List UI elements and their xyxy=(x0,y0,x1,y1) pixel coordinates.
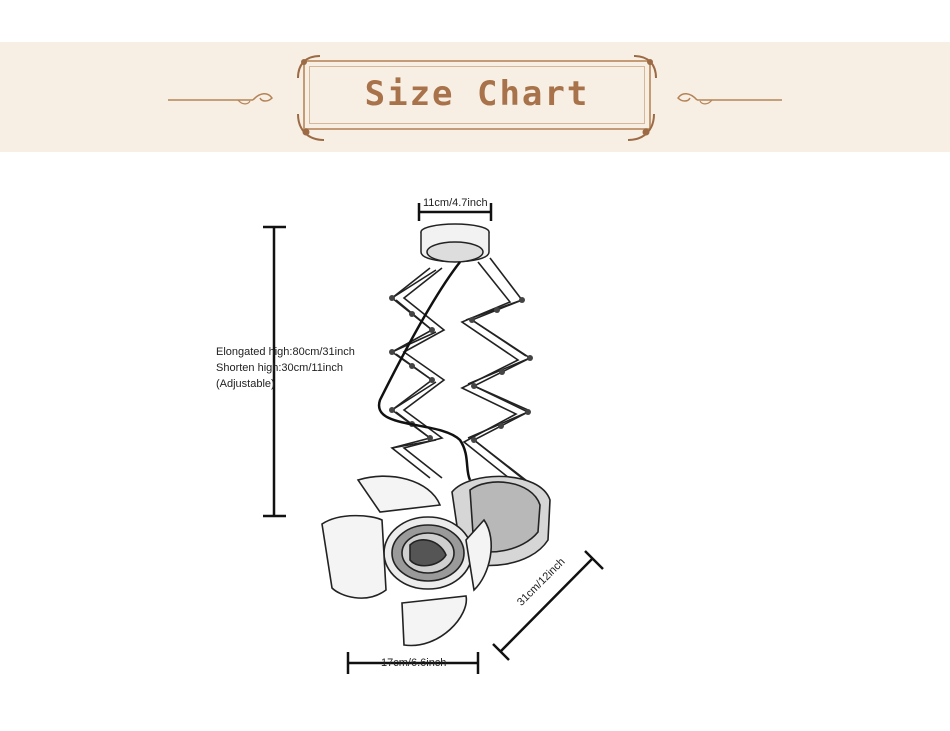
scissor-arm-right xyxy=(460,257,537,491)
length-dimension-line xyxy=(492,550,604,661)
left-flourish-icon xyxy=(168,93,273,105)
adjustable-note: (Adjustable) xyxy=(216,378,275,390)
power-cable xyxy=(377,261,472,481)
bottom-width-label: 17cm/6.6inch xyxy=(381,657,447,669)
corner-ornament-icon xyxy=(633,55,657,79)
height-dimension-line xyxy=(263,225,286,518)
scissor-arm-left xyxy=(390,267,446,479)
title-banner: Size Chart xyxy=(0,42,950,152)
corner-ornament-icon xyxy=(627,113,655,141)
elongated-height-label: Elongated high:80cm/31inch xyxy=(216,346,355,358)
top-width-dimension-line xyxy=(417,203,493,221)
title-frame xyxy=(303,60,651,130)
bottom-width-dimension-line xyxy=(346,652,480,674)
right-flourish-icon xyxy=(677,93,782,105)
corner-ornament-icon xyxy=(297,113,325,141)
page-title: Size Chart xyxy=(364,74,590,114)
pivot-bolts xyxy=(389,295,533,443)
top-width-label: 11cm/4.7inch xyxy=(423,197,488,209)
shortened-height-label: Shorten high:30cm/11inch xyxy=(216,362,343,374)
corner-ornament-icon xyxy=(297,55,321,79)
ceiling-mount xyxy=(420,223,490,263)
barn-doors xyxy=(321,475,492,647)
